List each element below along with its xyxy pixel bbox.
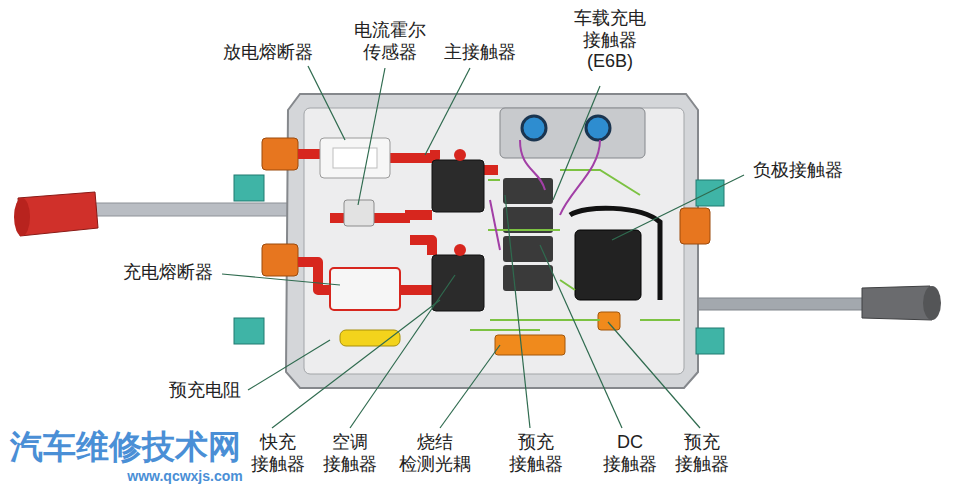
cable-rod bbox=[695, 298, 870, 310]
mount-bracket bbox=[234, 175, 264, 201]
watermark: www.qcwxjs.com bbox=[127, 468, 242, 484]
small-contactor bbox=[503, 178, 553, 204]
leader-lines bbox=[222, 66, 744, 428]
leader-line bbox=[540, 245, 622, 428]
socket bbox=[586, 116, 610, 140]
housing-floor bbox=[304, 108, 684, 374]
part-label: DC 接触器 bbox=[603, 432, 657, 475]
leader-line bbox=[608, 322, 700, 428]
optocoupler bbox=[495, 335, 565, 355]
leader-line bbox=[272, 300, 440, 428]
red-connector bbox=[18, 192, 98, 236]
socket bbox=[522, 116, 546, 140]
mount-bracket bbox=[696, 180, 724, 206]
part-label: 电流霍尔 传感器 bbox=[354, 20, 426, 63]
part-label: 预充电阻 bbox=[169, 380, 241, 402]
cable-rod bbox=[95, 203, 295, 216]
leader-line bbox=[612, 175, 744, 240]
orange-connector bbox=[262, 244, 298, 276]
part-label: 充电熔断器 bbox=[123, 262, 213, 284]
leader-line bbox=[358, 68, 385, 205]
orange-connector bbox=[262, 138, 298, 170]
contactor bbox=[432, 255, 484, 311]
leader-line bbox=[553, 86, 600, 200]
small-part bbox=[598, 312, 620, 330]
signal-wire bbox=[470, 170, 680, 330]
grey-connector-end bbox=[923, 286, 941, 320]
leader-line bbox=[350, 275, 455, 428]
mount-bracket bbox=[234, 318, 264, 344]
leader-line bbox=[222, 274, 340, 285]
part-label: 车载充电 接触器 (E6B) bbox=[574, 8, 646, 73]
leader-line bbox=[248, 340, 330, 390]
part-label: 预充 接触器 bbox=[509, 432, 563, 475]
part-label: 快充 接触器 bbox=[251, 432, 305, 475]
part-label: 预充 接触器 bbox=[675, 432, 729, 475]
orange-connector bbox=[680, 208, 710, 244]
terminal bbox=[454, 149, 466, 161]
cable bbox=[570, 208, 660, 300]
negative-contactor bbox=[575, 230, 641, 300]
charge-fuse bbox=[330, 268, 400, 310]
fuse-body bbox=[333, 148, 377, 168]
leader-line bbox=[505, 195, 530, 428]
small-contactor bbox=[503, 265, 553, 291]
part-label: 负极接触器 bbox=[753, 160, 843, 182]
signal-wire bbox=[490, 140, 600, 250]
terminal bbox=[454, 244, 466, 256]
part-label: 烧结 检测光耦 bbox=[399, 432, 471, 475]
leader-line bbox=[440, 345, 500, 428]
watermark: 汽车维修技术网 bbox=[10, 425, 241, 470]
housing bbox=[286, 94, 698, 388]
part-label: 空调 接触器 bbox=[323, 432, 377, 475]
red-connector-end bbox=[14, 198, 30, 236]
mount-bracket bbox=[696, 328, 724, 354]
hall-sensor bbox=[344, 200, 374, 226]
leader-line bbox=[308, 66, 345, 140]
part-label: 主接触器 bbox=[444, 42, 516, 64]
discharge-fuse bbox=[320, 138, 390, 178]
contactor bbox=[432, 160, 484, 212]
leader-line bbox=[425, 68, 470, 155]
grey-connector bbox=[862, 286, 932, 320]
part-label: 放电熔断器 bbox=[223, 42, 313, 64]
